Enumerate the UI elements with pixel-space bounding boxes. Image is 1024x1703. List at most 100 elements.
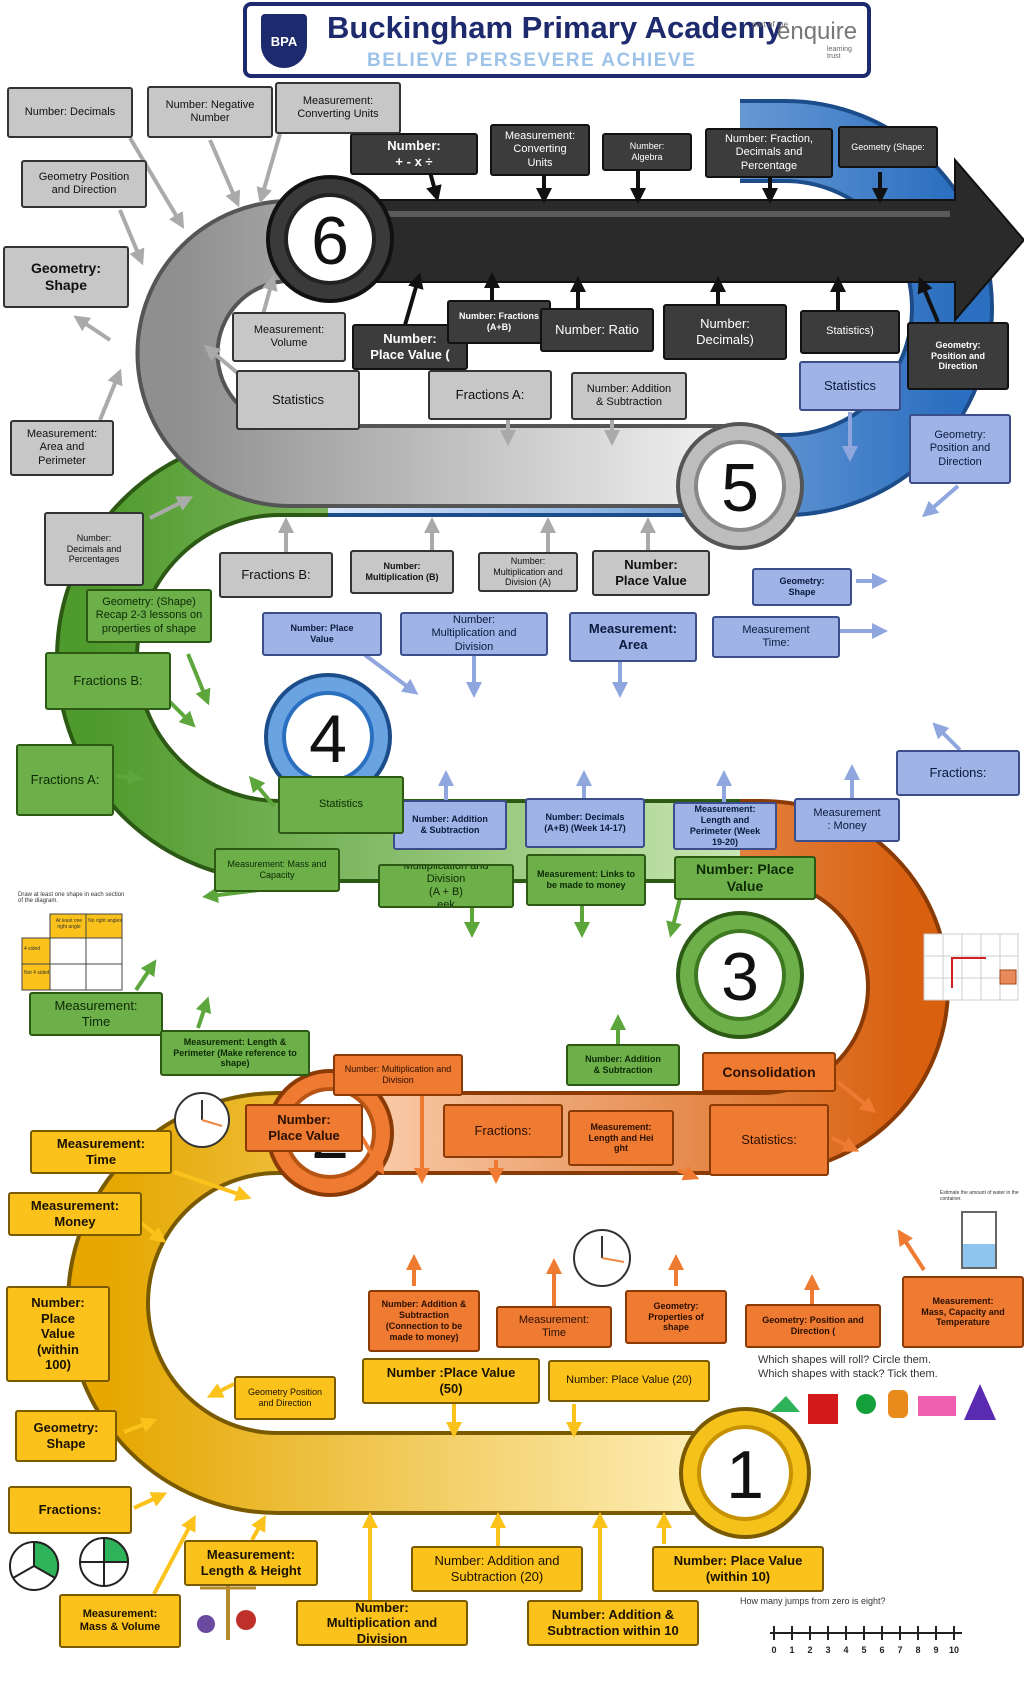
y2-multiplication-division: Number: Multiplication and Division [333, 1054, 463, 1096]
stage-number-3: 3 [721, 939, 759, 1015]
y2-measurement-time: Measurement: Time [496, 1306, 612, 1348]
y6-place-value: Number: Place Value ( [352, 324, 468, 370]
number-line-label: 1 [789, 1645, 794, 1655]
3d-shapes-illustration [770, 1384, 996, 1424]
y6-decimals: Number: Decimals) [663, 304, 787, 360]
y3-links-to-money: Measurement: Links to be made to money [526, 854, 646, 906]
y4-multiplication-division: Number: Multiplication and Division [400, 612, 548, 656]
y3-addition-subtraction: Number: Addition & Subtraction [566, 1044, 680, 1086]
y5-decimals-percentages: Number: Decimals and Percentages [44, 512, 144, 586]
number-line [770, 1626, 962, 1640]
shapes-table-col2: No right angles [88, 918, 122, 924]
y1-place-value-10: Number: Place Value (within 10) [652, 1546, 824, 1592]
y6-statistics: Statistics) [800, 310, 900, 354]
y4-decimals: Number: Decimals (A+B) (Week 14-17) [525, 798, 645, 848]
y1-addition-subtraction-10: Number: Addition & Subtraction within 10 [527, 1600, 699, 1646]
y4-length-perimeter: Measurement: Length and Perimeter (Week … [673, 802, 777, 850]
shapes-table-col1: At least one right angle [55, 918, 83, 930]
y4-money: Measurement : Money [794, 798, 900, 842]
stage-number-5: 5 [721, 450, 759, 526]
y5-decimals: Number: Decimals [7, 87, 133, 138]
stage-ring-5 [676, 422, 804, 550]
fraction-circles-illustration [9, 1536, 130, 1591]
trust-logo-text: enquire [777, 18, 858, 45]
y3-length-perimeter: Measurement: Length & Perimeter (Make re… [160, 1030, 310, 1076]
y1-place-value-100: Number: Place Value (within 100) [6, 1286, 110, 1382]
y4-measurement-time: Measurement Time: [712, 616, 840, 658]
clock-illustration-2 [565, 1222, 639, 1294]
y5-area-perimeter: Measurement: Area and Perimeter [10, 420, 114, 476]
y2-consolidation: Consolidation [702, 1052, 836, 1092]
number-line-label: 8 [915, 1645, 920, 1655]
number-line-label: 10 [949, 1645, 959, 1655]
number-line-label: 6 [879, 1645, 884, 1655]
y1-fractions: Fractions: [8, 1486, 132, 1534]
jumps-question: How many jumps from zero is eight? [740, 1596, 886, 1606]
y5-converting-units: Measurement: Converting Units [275, 82, 401, 134]
number-line-label: 5 [861, 1645, 866, 1655]
stack-question: Which shapes with stack? Tick them. [758, 1368, 938, 1380]
y3-multiplication-division: Multiplication and Division (A + B) eek [378, 864, 514, 908]
y1-place-value-50: Number :Place Value (50) [362, 1358, 540, 1404]
number-line-label: 9 [933, 1645, 938, 1655]
y2-mass-capacity-temperature: Measurement: Mass, Capacity and Temperat… [902, 1276, 1024, 1348]
part-of-label: part of the [752, 20, 789, 29]
roll-question: Which shapes will roll? Circle them. [758, 1354, 931, 1366]
shapes-table-row1: 4 sided [24, 946, 41, 952]
y6-algebra: Number: Algebra [602, 133, 692, 171]
y3-fractions-a: Fractions A: [16, 744, 114, 816]
y1-place-value-20: Number: Place Value (20) [548, 1360, 710, 1402]
school-header-banner: BPA Buckingham Primary Academy BELIEVE P… [243, 2, 871, 78]
y2-statistics: Statistics: [709, 1104, 829, 1176]
y5-addition-subtraction: Number: Addition & Subtraction [571, 372, 687, 420]
balance-scale-illustration [197, 1580, 256, 1640]
grid-map-illustration [923, 933, 1019, 1001]
y5-position-direction: Geometry Position and Direction [21, 160, 147, 208]
y5-geometry-shape: Geometry: Shape [3, 246, 129, 308]
clock-illustration-1 [174, 1092, 230, 1148]
y6-fractions-decimals: Number: Fraction, Decimals and Percentag… [705, 128, 833, 178]
y3-place-value: Number: Place Value [674, 856, 816, 900]
y4-place-value: Number: Place Value [262, 612, 382, 656]
y1-position-direction: Geometry Position and Direction [234, 1376, 336, 1420]
y4-geometry-shape: Geometry: Shape [752, 568, 852, 606]
y2-properties-of-shape: Geometry: Properties of shape [625, 1290, 727, 1344]
stage-number-1: 1 [726, 1437, 764, 1513]
y1-geometry-shape: Geometry: Shape [15, 1410, 117, 1462]
stage-ring-3 [676, 911, 804, 1039]
stage-ring-6 [266, 175, 394, 303]
y2-position-direction: Geometry: Position and Direction ( [745, 1304, 881, 1348]
y3-statistics: Statistics [278, 776, 404, 834]
stage-number-4: 4 [309, 701, 347, 777]
y2-length-height: Measurement: Length and Hei ght [568, 1110, 674, 1166]
y2-fractions: Fractions: [443, 1104, 563, 1158]
y1-mass-volume: Measurement: Mass & Volume [59, 1594, 181, 1648]
y4-area: Measurement: Area [569, 612, 697, 662]
y4-fractions: Fractions: [896, 750, 1020, 796]
y1-length-height: Measurement: Length & Height [184, 1540, 318, 1586]
y4-addition-subtraction: Number: Addition & Subtraction [393, 800, 507, 850]
water-worksheet-note: Estimate the amount of water in the cont… [940, 1190, 1019, 1202]
y1-addition-subtraction-20: Number: Addition and Subtraction (20) [411, 1546, 583, 1592]
number-line-label: 7 [897, 1645, 902, 1655]
y3-measurement-time: Measurement: Time [29, 992, 163, 1036]
y6-number-operations: Number: + - x ÷ [350, 133, 478, 175]
y5-negative-number: Number: Negative Number [147, 86, 273, 138]
y6-converting-units: Measurement: Converting Units [490, 124, 590, 176]
shapes-sorting-table [21, 913, 123, 991]
y5-fractions-b: Fractions B: [219, 552, 333, 598]
connector-arrows [73, 133, 962, 1602]
y5-multiplication-division-a: Number: Multiplication and Division (A) [478, 552, 578, 592]
y2-addition-subtraction: Number: Addition & Subtraction (Connecti… [368, 1290, 480, 1352]
y5-multiplication-b: Number: Multiplication (B) [350, 550, 454, 594]
y2-place-value: Number: Place Value [245, 1104, 363, 1152]
y6-position-direction: Geometry: Position and Direction [907, 322, 1009, 390]
y4-position-direction: Geometry: Position and Direction [909, 414, 1011, 484]
y3-geometry-shape-recap: Geometry: (Shape) Recap 2-3 lessons on p… [86, 589, 212, 643]
measuring-cylinder-illustration [961, 1211, 997, 1269]
school-crest-logo: BPA [261, 14, 307, 68]
y3-fractions-b: Fractions B: [45, 652, 171, 710]
shapes-worksheet-question: Draw at least one shape in each section … [18, 892, 125, 904]
y1-measurement-money: Measurement: Money [8, 1192, 142, 1236]
